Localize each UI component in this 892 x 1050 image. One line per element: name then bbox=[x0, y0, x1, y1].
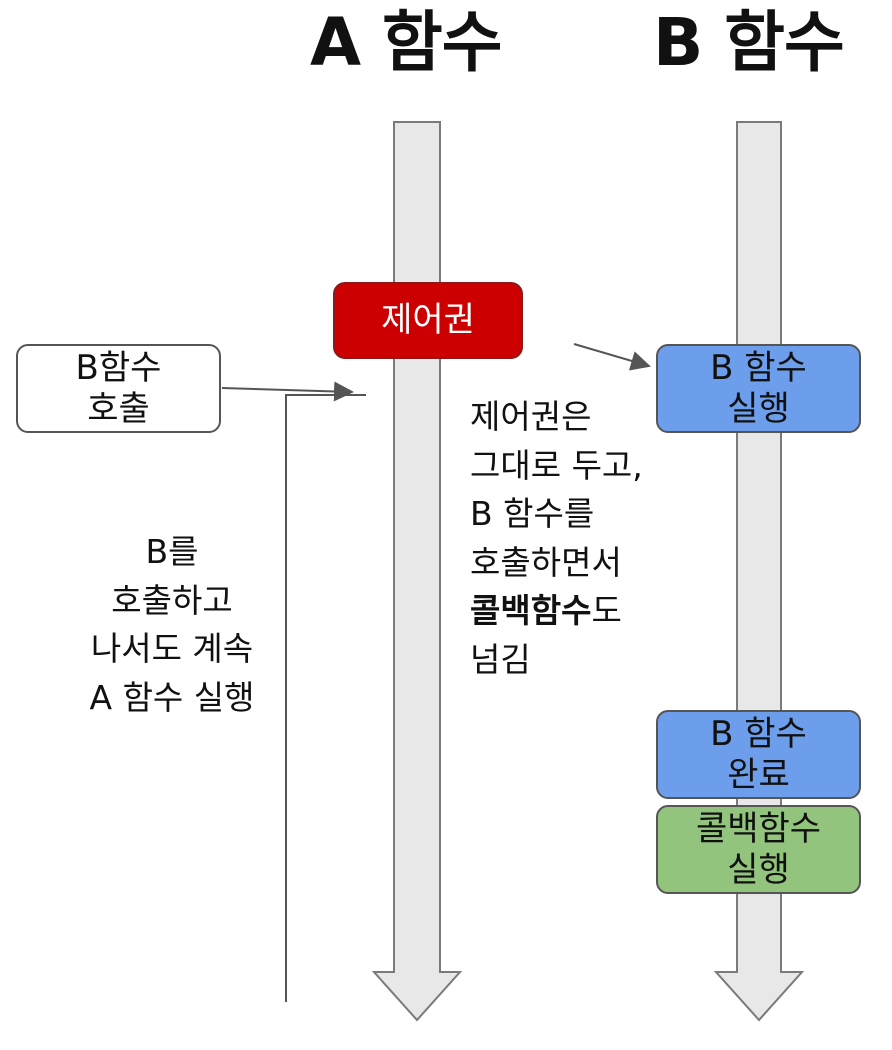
b-run-label: B 함수 실행 bbox=[710, 347, 807, 429]
note-left-line: 나서도 계속 bbox=[90, 629, 254, 668]
a-timeline-arrow bbox=[371, 121, 463, 1022]
note-left-line: 호출하고 bbox=[111, 580, 233, 620]
note-right-line: 그대로 두고, bbox=[470, 445, 643, 485]
call-b-label: B함수 호출 bbox=[75, 347, 162, 429]
b-done-box: B 함수 완료 bbox=[656, 710, 861, 799]
control-transfer-arrow bbox=[573, 343, 651, 371]
note-right-rest: 도 bbox=[591, 591, 622, 630]
note-right-line: 제어권은 bbox=[470, 397, 592, 436]
b-done-label: B 함수 완료 bbox=[710, 713, 807, 795]
note-right: 제어권은 그대로 두고, B 함수를 호출하면서 콜백함수도 넘김 bbox=[470, 393, 643, 684]
note-right-line: 콜백함수도 bbox=[470, 587, 643, 636]
callback-run-label: 콜백함수 실행 bbox=[695, 808, 822, 890]
callback-run-box: 콜백함수 실행 bbox=[656, 805, 861, 894]
title-b-function: B 함수 bbox=[653, 4, 845, 81]
note-left: B를 호출하고 나서도 계속 A 함수 실행 bbox=[72, 528, 272, 722]
call-b-box: B함수 호출 bbox=[16, 344, 221, 433]
note-right-line: 호출하면서 bbox=[470, 542, 622, 582]
continue-line bbox=[285, 394, 366, 1002]
control-box: 제어권 bbox=[333, 282, 523, 359]
note-right-line: 넘김 bbox=[470, 639, 531, 679]
note-right-line: B 함수를 bbox=[470, 494, 595, 533]
note-left-line: B를 bbox=[145, 532, 199, 571]
control-label: 제어권 bbox=[381, 300, 475, 341]
note-left-line: A 함수 실행 bbox=[89, 677, 255, 717]
b-run-box: B 함수 실행 bbox=[656, 344, 861, 433]
note-right-bold: 콜백함수 bbox=[470, 591, 592, 630]
title-a-function: A 함수 bbox=[310, 4, 502, 81]
call-arrow bbox=[221, 381, 354, 402]
